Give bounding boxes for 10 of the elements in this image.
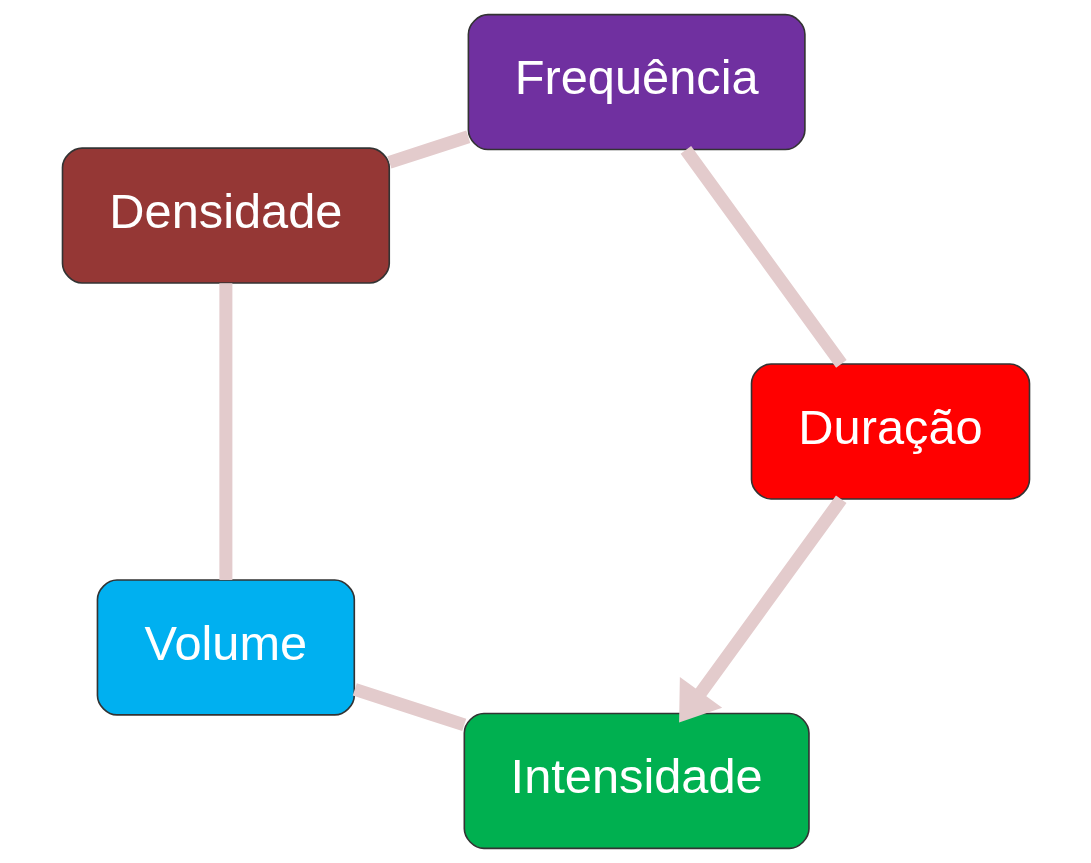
connector [680,146,847,368]
node-box: Intensidade [463,712,810,850]
connector [352,683,466,732]
connector [386,130,470,169]
node-box: Densidade [61,147,390,284]
node-box: Frequência [467,13,806,151]
node-box: Volume [96,579,355,716]
connector [218,283,232,580]
arrow [678,495,846,723]
node-box: Duração [750,363,1030,500]
